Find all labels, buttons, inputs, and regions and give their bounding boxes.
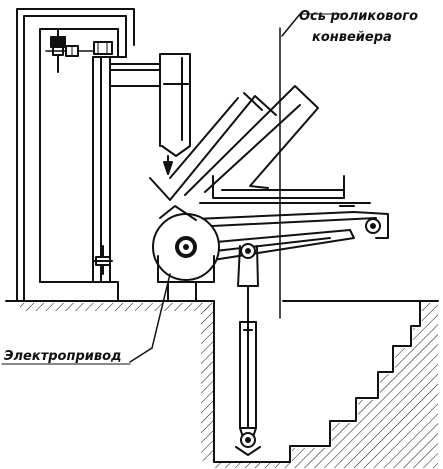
conveyor-axis-label-line2: конвейера: [312, 30, 392, 45]
feed-hopper: [109, 53, 191, 175]
foundation-pit: [5, 300, 439, 468]
conveyor-axis: [279, 13, 346, 319]
connecting-link: [237, 243, 259, 323]
electric-drive-label: Электропривод: [4, 349, 122, 364]
tilted-frame: [149, 85, 319, 201]
conveyor-axis-label-line1: Ось роликового: [299, 9, 419, 24]
hydraulic-cylinder: [235, 321, 261, 456]
drive-leader: [1, 273, 171, 365]
drive-pivot: [151, 205, 220, 302]
carriage: [171, 175, 389, 263]
vertical-stand: [16, 8, 135, 302]
